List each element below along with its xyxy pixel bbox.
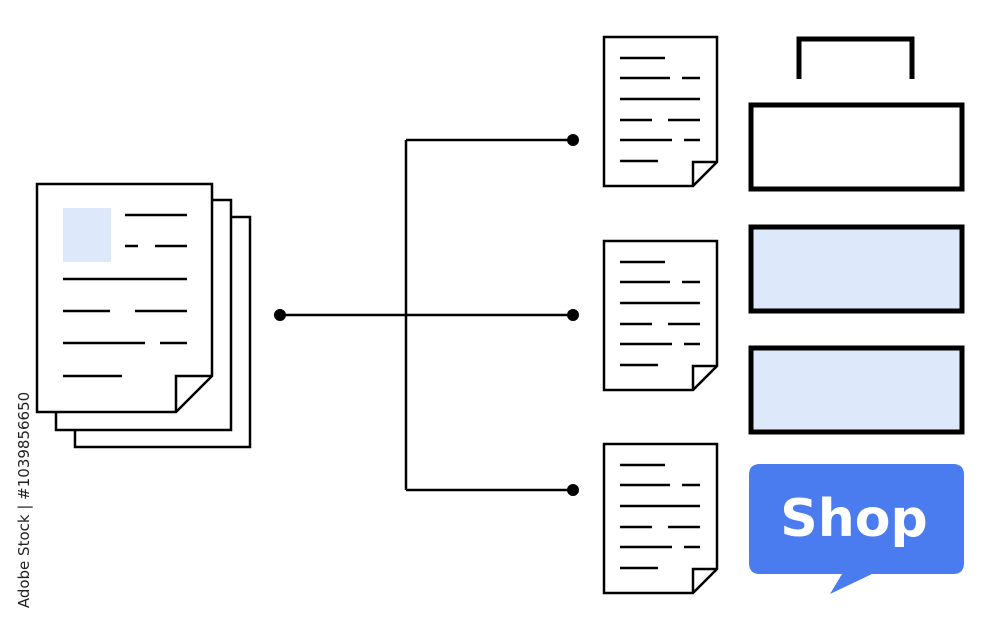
- output-document-2: [602, 239, 719, 392]
- shop-bubble-shape: [749, 464, 964, 594]
- blue-block-1: [748, 224, 965, 314]
- node-bottom: [567, 484, 579, 496]
- connector-nodes: [274, 134, 579, 496]
- shop-bubble: Shop: [749, 464, 964, 594]
- top-bracket: [796, 36, 915, 79]
- node-middle: [567, 309, 579, 321]
- blue-block-2: [748, 345, 965, 435]
- output-document-3: [602, 442, 719, 595]
- output-document-1: [602, 35, 719, 188]
- node-top: [567, 134, 579, 146]
- node-source: [274, 309, 286, 321]
- source-document-stack: [35, 182, 252, 449]
- shop-label: Shop: [780, 489, 927, 549]
- watermark-id: Adobe Stock | #1039856650: [15, 392, 33, 608]
- empty-block: [748, 102, 965, 192]
- image-placeholder: [63, 208, 111, 262]
- text-lines: [63, 213, 187, 378]
- connector-tree: [280, 138, 573, 492]
- page-fold: [174, 374, 212, 412]
